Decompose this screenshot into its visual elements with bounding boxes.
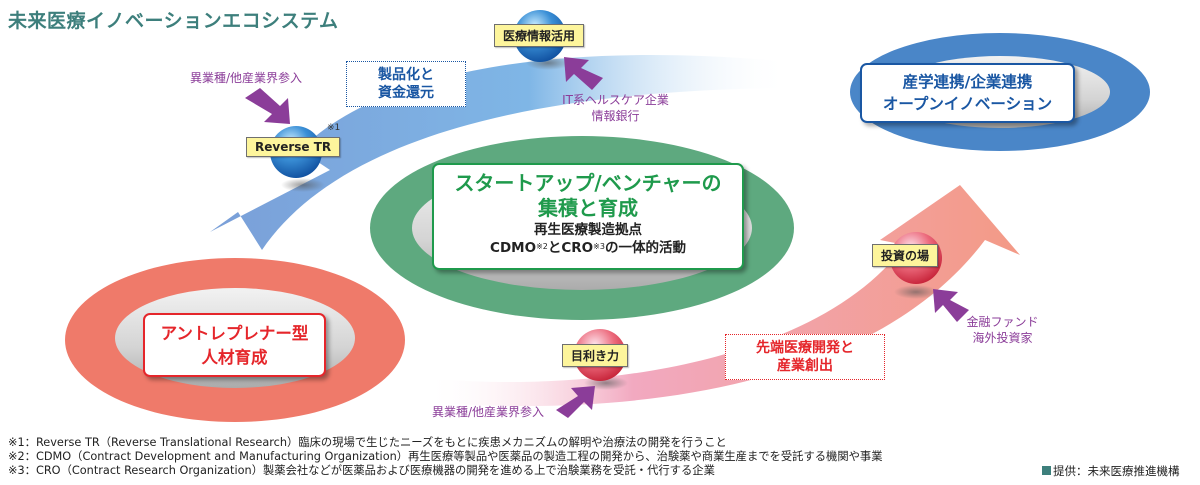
purple-arrow-icon bbox=[245, 88, 290, 124]
advanced-medicine-box: 先端医療開発と 産業創出 bbox=[725, 334, 885, 380]
advanced-line1: 先端医療開発と bbox=[756, 340, 854, 356]
purple-arrow-icon bbox=[933, 289, 969, 322]
purple-arrow-icon bbox=[564, 57, 603, 90]
finance-entry: 金融ファンド 海外投資家 bbox=[965, 314, 1040, 346]
purple-arrow-icon bbox=[556, 386, 595, 418]
it-healthcare-entry: IT系ヘルスケア企業 情報銀行 bbox=[553, 92, 678, 124]
credit-line: 提供：未来医療推進機構 bbox=[1042, 463, 1180, 479]
investment-tag: 投資の場 bbox=[872, 244, 939, 267]
startup-line2: 集積と育成 bbox=[538, 196, 638, 220]
startup-line4: CDMO※2とCRO※3の一体的活動 bbox=[434, 239, 742, 257]
note-ref-2: ※2 bbox=[536, 242, 548, 251]
industry-line1: 産学連携/企業連携 bbox=[902, 73, 1033, 91]
other-industry-entry-top: 異業種/他産業界参入 bbox=[190, 71, 303, 85]
note-ref-3: ※3 bbox=[593, 242, 605, 251]
industry-line2: オープンイノベーション bbox=[882, 95, 1053, 113]
advanced-line2: 産業創出 bbox=[777, 358, 833, 374]
credit-text: 提供：未来医療推進機構 bbox=[1053, 464, 1180, 478]
entrepreneur-line2: 人材育成 bbox=[201, 348, 268, 367]
footnote-1: ※1：Reverse TR（Reverse Translational Rese… bbox=[8, 436, 727, 449]
sphere-shadow bbox=[281, 178, 325, 192]
startup-card: スタートアップ/ベンチャーの 集積と育成 再生医療製造拠点 CDMO※2とCRO… bbox=[432, 163, 744, 270]
finance-line2: 海外投資家 bbox=[972, 331, 1033, 345]
entrepreneur-card: アントレプレナー型 人材育成 bbox=[143, 313, 326, 377]
cdmo-label: CDMO bbox=[490, 240, 537, 256]
commercialization-box: 製品化と 資金還元 bbox=[346, 61, 466, 107]
sphere-shadow bbox=[894, 285, 938, 299]
evaluation-tag: 目利き力 bbox=[562, 344, 629, 367]
finance-line1: 金融ファンド bbox=[966, 315, 1039, 329]
entrepreneur-line1: アントレプレナー型 bbox=[160, 324, 309, 343]
diagram-title: 未来医療イノベーションエコシステム bbox=[8, 10, 339, 32]
startup-line1: スタートアップ/ベンチャーの bbox=[454, 171, 722, 195]
footnote-2: ※2：CDMO（Contract Development and Manufac… bbox=[8, 450, 883, 463]
medical-info-tag: 医療情報活用 bbox=[494, 24, 585, 47]
credit-square-icon bbox=[1042, 466, 1051, 475]
reverse-tr-tag: Reverse TR bbox=[246, 137, 341, 157]
joint-activity-label: の一体的活動 bbox=[604, 240, 686, 256]
industry-collaboration-card: 産学連携/企業連携 オープンイノベーション bbox=[860, 63, 1075, 123]
other-industry-entry-bottom: 異業種/他産業界参入 bbox=[432, 405, 545, 419]
footnote-3: ※3：CRO（Contract Research Organization）製薬… bbox=[8, 464, 715, 477]
commercialization-line1: 製品化と bbox=[378, 67, 434, 83]
commercialization-line2: 資金還元 bbox=[378, 85, 434, 101]
cro-label: とCRO bbox=[547, 240, 594, 256]
it-healthcare-line2: 情報銀行 bbox=[591, 109, 640, 123]
startup-line3: 再生医療製造拠点 bbox=[534, 222, 642, 238]
it-healthcare-line1: IT系ヘルスケア企業 bbox=[562, 93, 669, 107]
reverse-tr-note-ref: ※1 bbox=[327, 123, 341, 133]
